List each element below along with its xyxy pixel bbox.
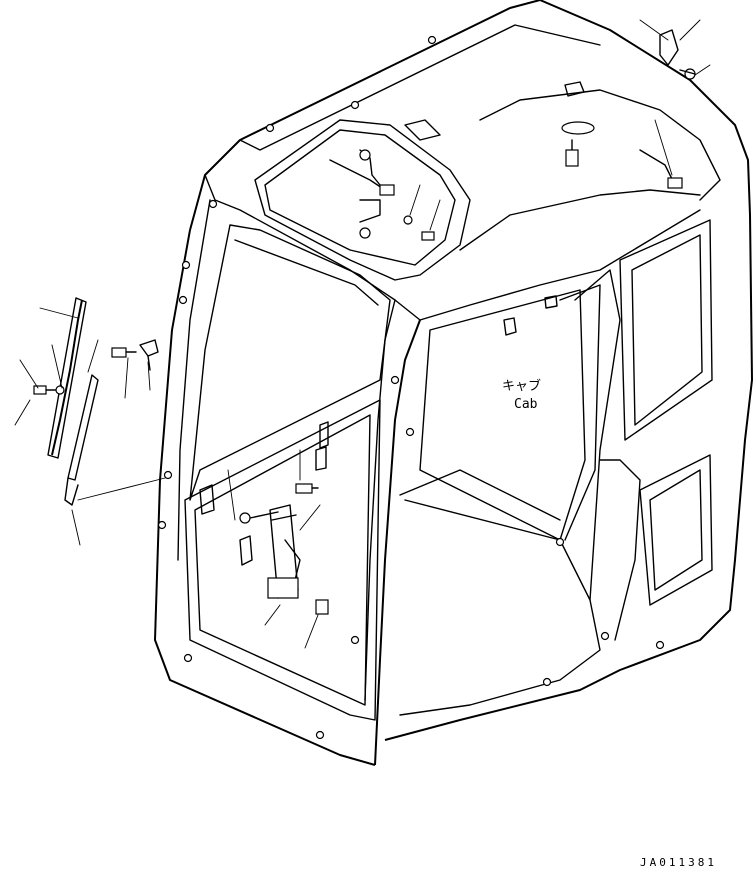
drawing-id: JA011381 <box>640 856 717 869</box>
mirror-bracket <box>659 29 696 80</box>
wiper-motor-assembly <box>239 483 329 615</box>
interior-brackets <box>199 295 558 566</box>
leader-lines <box>14 19 711 649</box>
wiper-arm <box>64 374 99 506</box>
roof-bracket <box>404 81 585 141</box>
wiper-blade <box>47 297 87 459</box>
roof-lamp-assembly <box>329 149 435 241</box>
cab-label-jp: キャブ <box>502 378 541 394</box>
cab-frame <box>154 0 753 766</box>
bolt-holes <box>157 35 665 740</box>
cab-label-en: Cab <box>514 397 538 412</box>
roof-handle <box>561 121 683 189</box>
